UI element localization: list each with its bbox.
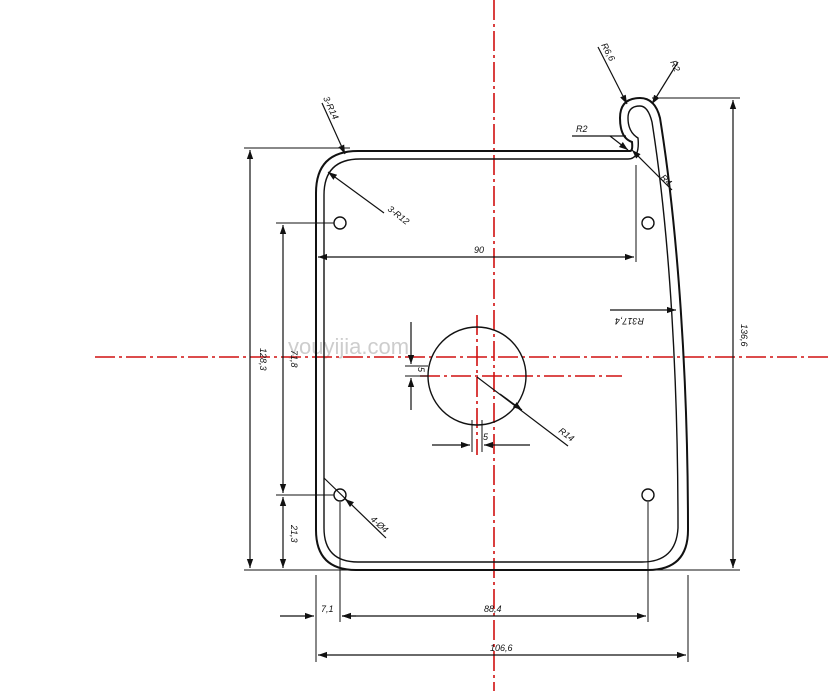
dim-label-71-8: 71,8 bbox=[289, 350, 299, 368]
mounting-hole-top-right bbox=[641, 216, 655, 230]
mounting-hole-bottom-right bbox=[641, 488, 655, 502]
leader-r2-left-arrow bbox=[609, 135, 629, 151]
dim-label-106-6: 106,6 bbox=[490, 643, 513, 653]
leader-3-r14 bbox=[321, 102, 346, 155]
leader-4-dia4 bbox=[323, 477, 387, 539]
leader-r6-6 bbox=[597, 46, 628, 105]
dim-label-21-3: 21,3 bbox=[289, 524, 299, 543]
dim-label-slot-h: 5 bbox=[483, 432, 489, 442]
watermark: youyijia.com bbox=[288, 334, 409, 359]
leader-r2-top bbox=[651, 61, 679, 105]
callout-3-r12: 3-R12 bbox=[386, 204, 411, 227]
dim-label-88-4: 88,4 bbox=[484, 604, 502, 614]
dim-label-128-3: 128,3 bbox=[258, 348, 268, 371]
callout-r2-left: R2 bbox=[576, 124, 588, 134]
leader-r14-hole bbox=[476, 376, 569, 447]
leader-3-r12 bbox=[327, 171, 385, 214]
callout-r14-hole: R14 bbox=[557, 426, 576, 444]
callout-r6-6: R6,6 bbox=[599, 41, 617, 62]
leader-4-dia4-arrow bbox=[344, 498, 354, 508]
plate-outline-outer bbox=[315, 96, 690, 571]
mounting-hole-top-left bbox=[333, 216, 347, 230]
leader-r14-hole-arrow bbox=[499, 393, 523, 411]
callout-r317: R317,4 bbox=[615, 316, 644, 326]
dim-label-136-6: 136,6 bbox=[739, 324, 749, 347]
dim-label-7-1: 7,1 bbox=[321, 604, 334, 614]
plate-outline-inner bbox=[323, 105, 679, 563]
leader-r4 bbox=[631, 149, 673, 191]
callout-r2-top: R2 bbox=[668, 59, 682, 74]
dim-label-slot-v: 5 bbox=[416, 367, 426, 373]
dim-label-90: 90 bbox=[474, 245, 484, 255]
mounting-hole-bottom-left bbox=[333, 488, 347, 502]
